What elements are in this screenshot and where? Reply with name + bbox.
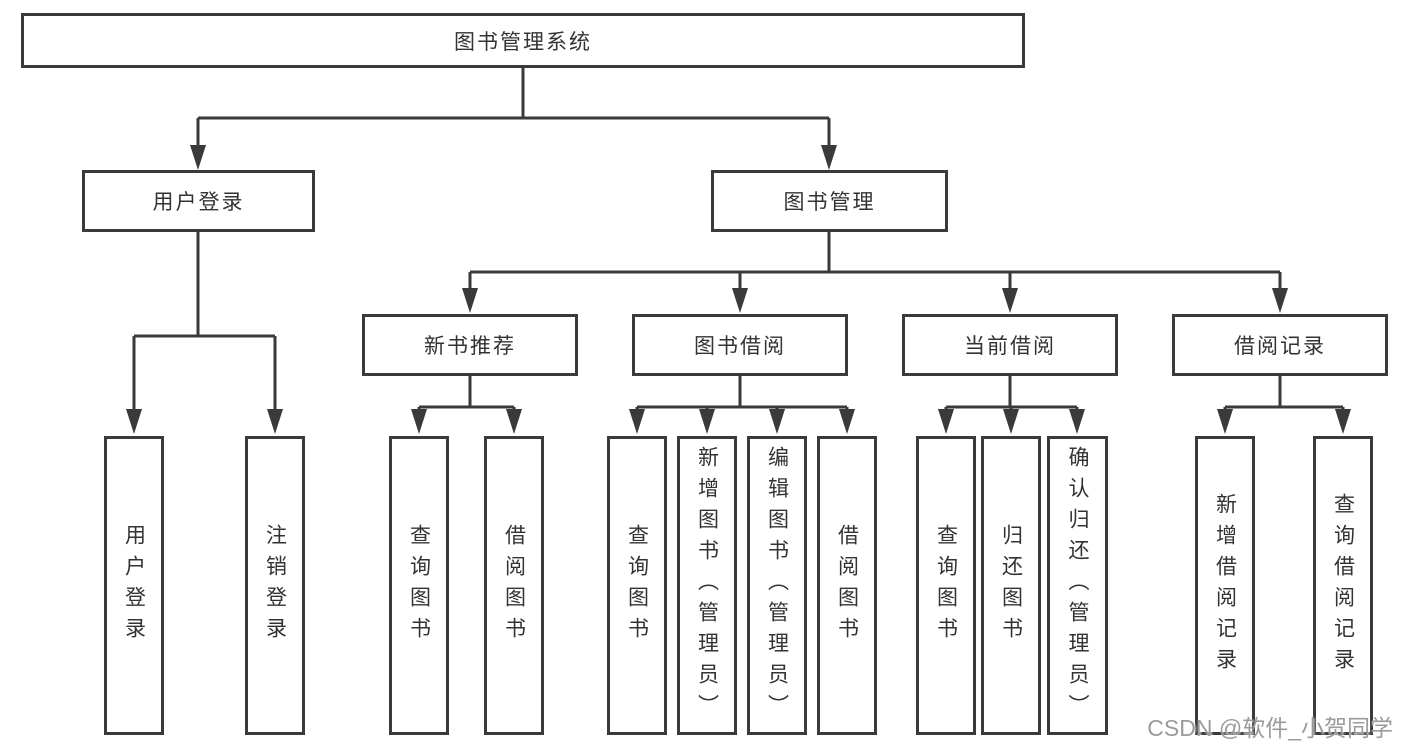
leaf-query-books-current: 查询图书 [916,436,976,735]
leaf-user-login: 用户登录 [104,436,164,735]
leaf-label: 确认归还（管理员） [1066,446,1089,725]
leaf-label: 新增图书（管理员） [695,446,719,725]
node-login-module: 用户登录 [82,170,315,232]
node-borrow-records: 借阅记录 [1172,314,1388,376]
leaf-label: 归还图书 [999,523,1023,648]
leaf-label: 编辑图书（管理员） [765,446,789,725]
node-label: 新书推荐 [424,335,516,358]
node-root-system: 图书管理系统 [21,13,1025,68]
leaf-query-books-borrowing: 查询图书 [607,436,667,735]
leaf-label: 查询图书 [625,523,649,648]
leaf-borrow-books-borrowing: 借阅图书 [817,436,877,735]
leaf-label: 借阅图书 [502,523,526,648]
leaf-query-books-recommend: 查询图书 [389,436,449,735]
node-label: 图书管理系统 [454,30,592,54]
node-label: 图书借阅 [694,335,786,358]
leaf-logout: 注销登录 [245,436,305,735]
node-book-management: 图书管理 [711,170,948,232]
node-label: 用户登录 [152,191,245,214]
leaf-label: 查询图书 [934,523,958,648]
leaf-borrow-books-recommend: 借阅图书 [484,436,544,735]
leaf-label: 借阅图书 [835,523,859,648]
leaf-label: 注销登录 [263,523,287,648]
leaf-confirm-return-admin: 确认归还（管理员） [1047,436,1108,735]
node-book-borrowing: 图书借阅 [632,314,848,376]
leaf-label: 查询图书 [407,523,431,648]
leaf-return-books: 归还图书 [981,436,1041,735]
node-current-borrowing: 当前借阅 [902,314,1118,376]
leaf-add-borrow-record: 新增借阅记录 [1195,436,1255,735]
leaf-edit-books-admin: 编辑图书（管理员） [747,436,807,735]
node-label: 借阅记录 [1234,335,1326,358]
csdn-watermark: CSDN @软件_小贺同学 [1147,715,1393,741]
leaf-query-borrow-record: 查询借阅记录 [1313,436,1373,735]
leaf-label: 新增借阅记录 [1213,492,1237,679]
leaf-label: 用户登录 [122,523,146,648]
node-new-book-recommend: 新书推荐 [362,314,578,376]
leaf-add-books-admin: 新增图书（管理员） [677,436,737,735]
node-label: 当前借阅 [964,335,1056,358]
node-label: 图书管理 [783,191,876,214]
leaf-label: 查询借阅记录 [1331,492,1355,679]
